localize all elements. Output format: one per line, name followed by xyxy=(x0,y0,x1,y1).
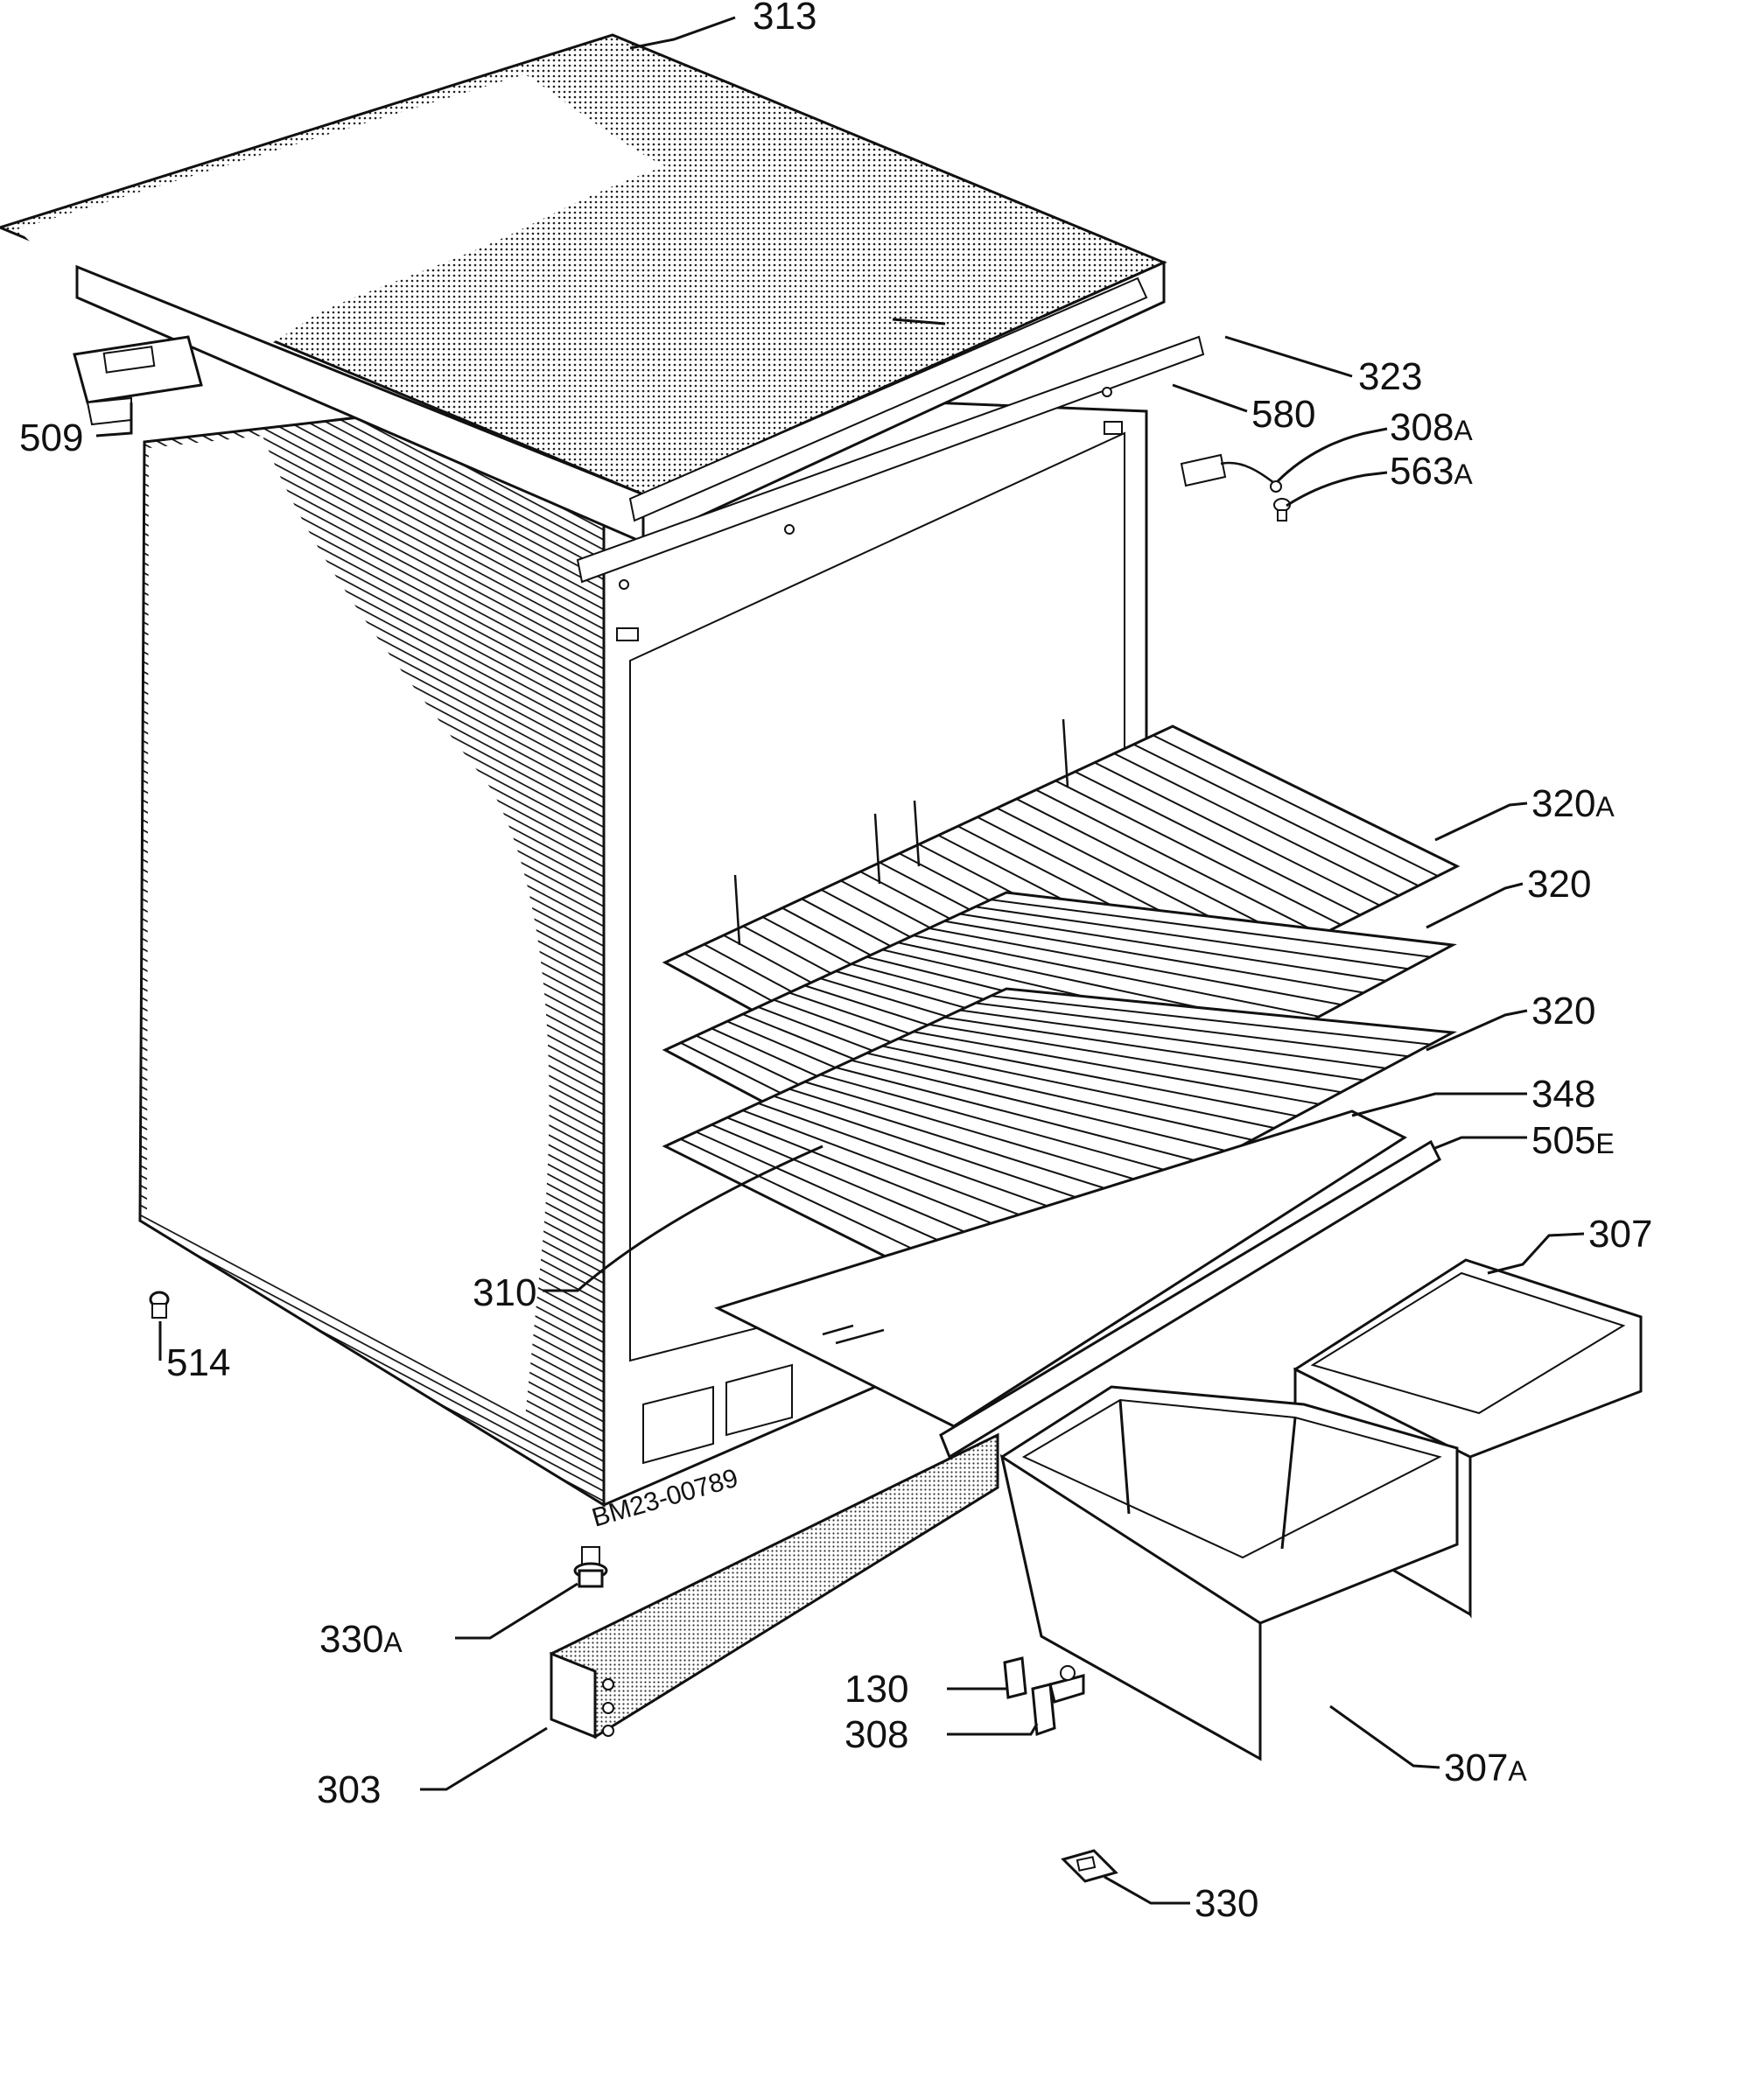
shelf-wire xyxy=(929,927,1342,1006)
callout-330a: 330A xyxy=(319,1618,403,1661)
callout-514: 514 xyxy=(166,1341,230,1384)
leader-320-upper xyxy=(1426,882,1524,929)
leader-lines xyxy=(95,16,1585,1905)
shelf-wire xyxy=(929,1023,1342,1094)
leader-313 xyxy=(629,16,736,50)
shelf-wire xyxy=(897,1038,1298,1117)
callout-313: 313 xyxy=(753,0,816,38)
shelf-wire xyxy=(975,906,1409,970)
callout-307a: 307A xyxy=(1444,1746,1527,1789)
front-vent-left xyxy=(642,1385,714,1465)
callout-348: 348 xyxy=(1531,1073,1595,1116)
shelf-wire xyxy=(1016,798,1303,946)
shelf-wire xyxy=(1113,752,1400,897)
leader-320a xyxy=(1434,802,1528,842)
callout-330: 330 xyxy=(1195,1882,1258,1925)
leader-330 xyxy=(1104,1875,1190,1905)
callout-320-upper: 320 xyxy=(1527,863,1591,906)
front-corner-clip-right xyxy=(1104,421,1123,435)
front-vent-right xyxy=(725,1363,793,1437)
shelf-wire xyxy=(758,1102,1097,1225)
top-rail-323 xyxy=(628,276,1148,522)
shelf-wire xyxy=(1075,771,1361,916)
bracket-308 xyxy=(1031,1665,1085,1737)
trim-strip-505e xyxy=(939,1139,1441,1460)
shelf-wire xyxy=(913,1031,1320,1105)
callout-509: 509 xyxy=(19,416,83,459)
shelf-wire xyxy=(1132,743,1419,887)
shelf-wire xyxy=(913,934,1320,1018)
callout-505e: 505E xyxy=(1531,1119,1615,1162)
shelf-wire xyxy=(959,1009,1386,1069)
shelf-wire xyxy=(835,1067,1209,1165)
callout-labels: 313 323 580 308A 563A 509 320A 320 320 3… xyxy=(19,0,1652,1925)
callout-310: 310 xyxy=(473,1271,536,1314)
shelf-wire xyxy=(866,1052,1253,1141)
shelf-wire xyxy=(1035,788,1322,935)
front-corner-clip xyxy=(616,627,639,641)
shelf-wire xyxy=(975,1002,1409,1058)
leader-323 xyxy=(1224,335,1353,378)
crisper-drawer-307a xyxy=(999,1385,1459,1761)
hinge-308a xyxy=(1180,453,1282,493)
leader-563a xyxy=(1286,471,1388,508)
leader-303 xyxy=(420,1726,548,1791)
leader-348 xyxy=(1351,1092,1527,1117)
callout-130: 130 xyxy=(844,1668,908,1711)
shelf-wire xyxy=(881,1045,1275,1130)
leader-505e xyxy=(1434,1136,1527,1150)
leader-307a xyxy=(1329,1704,1440,1769)
callout-308: 308 xyxy=(844,1713,908,1756)
glass-shelf-348 xyxy=(713,1110,1408,1428)
catch-330 xyxy=(1061,1849,1118,1883)
shelf-320-lower xyxy=(662,987,1458,1297)
shelf-wire xyxy=(943,1016,1364,1082)
shelf-wire xyxy=(820,1074,1186,1177)
callout-320-lower: 320 xyxy=(1531,990,1595,1032)
callout-308a: 308A xyxy=(1390,406,1473,449)
callout-303: 303 xyxy=(317,1768,381,1811)
shelf-wire xyxy=(1055,780,1342,926)
leader-308 xyxy=(947,1723,1039,1736)
leader-330a xyxy=(455,1582,578,1640)
callout-323: 323 xyxy=(1358,355,1422,398)
worktop-assembly xyxy=(0,33,1205,590)
screw-563a xyxy=(1273,498,1291,522)
callout-320a: 320A xyxy=(1531,782,1615,825)
shelf-wire xyxy=(991,995,1431,1046)
foot-330a xyxy=(573,1546,608,1588)
leader-509 xyxy=(95,402,133,438)
top-rail-580 xyxy=(576,335,1205,584)
side-panel-highlight xyxy=(147,436,550,1418)
shelf-wire xyxy=(943,920,1364,994)
leader-307 xyxy=(1487,1232,1585,1275)
plinth-303 xyxy=(549,1432,999,1740)
callout-580: 580 xyxy=(1251,393,1315,436)
shelf-wire xyxy=(1153,734,1439,878)
leader-310 xyxy=(543,1144,823,1292)
leader-320-lower xyxy=(1426,1009,1528,1052)
shelf-wire xyxy=(804,1081,1164,1189)
shelf-wire xyxy=(851,1059,1230,1153)
shelf-wire xyxy=(1094,761,1380,906)
foot-514 xyxy=(149,1291,170,1319)
leader-580 xyxy=(1172,383,1248,413)
shelf-wire xyxy=(991,899,1431,958)
callout-307: 307 xyxy=(1588,1213,1652,1256)
bracket-130 xyxy=(1003,1656,1027,1699)
shelf-wire xyxy=(773,1095,1119,1213)
shelf-wire xyxy=(959,913,1386,982)
clip-509 xyxy=(73,335,203,426)
callout-563a: 563A xyxy=(1390,450,1473,493)
shelf-wire xyxy=(788,1088,1141,1200)
leader-308a xyxy=(1276,427,1388,483)
